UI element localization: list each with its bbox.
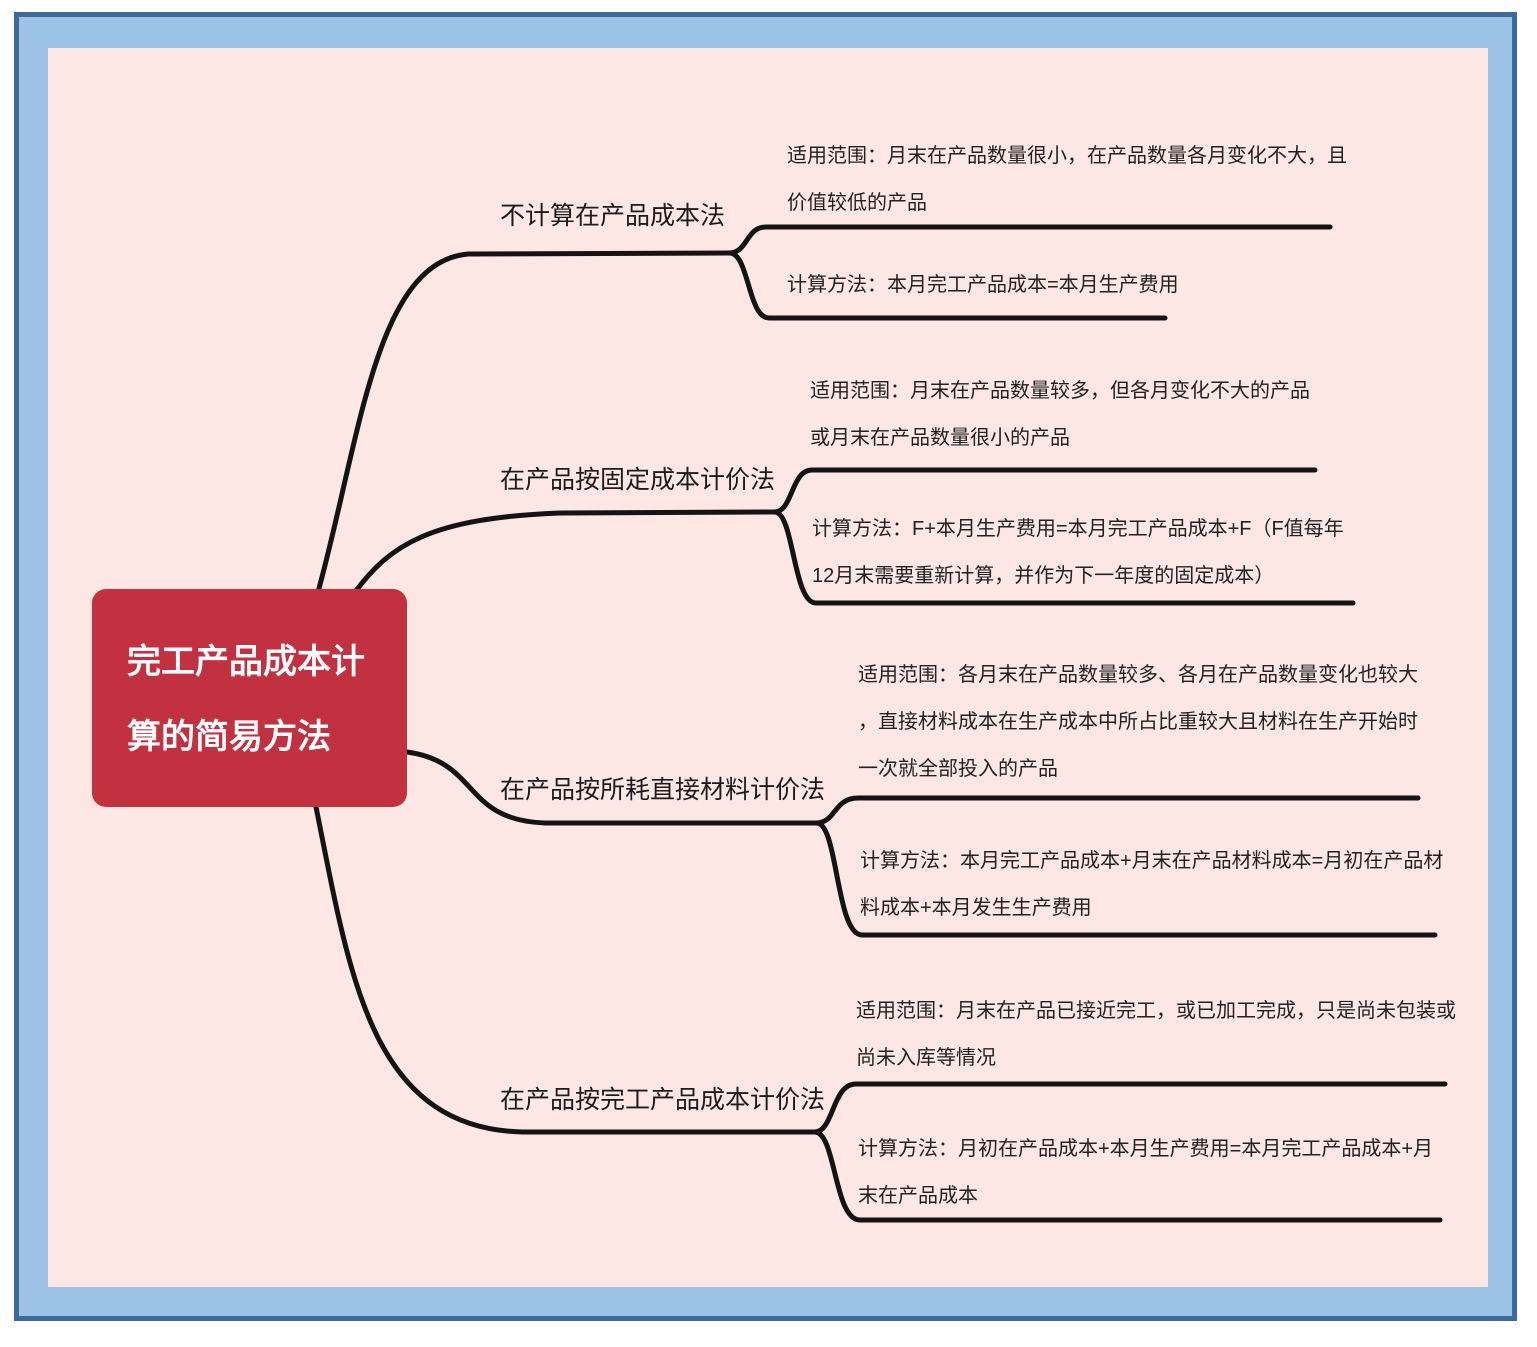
connector-branch-3-method	[814, 820, 1438, 938]
branch-3-scope-node[interactable]: 适用范围：各月末在产品数量较多、各月在产品数量变化也较大 ，直接材料成本在生产成…	[858, 652, 1418, 793]
connector-branch-3-scope	[814, 795, 1421, 826]
branch-4-method-node[interactable]: 计算方法：月初在产品成本+本月生产费用=本月完工产品成本+月 末在产品成本	[858, 1126, 1433, 1220]
branch-1-scope-line1: 适用范围：月末在产品数量很小，在产品数量各月变化不大，且	[787, 145, 1347, 167]
branch-topic-direct-material-method[interactable]: 在产品按所耗直接材料计价法	[500, 776, 826, 804]
connector-branch-4-scope	[812, 1081, 1448, 1135]
branch-1-scope-line2: 价值较低的产品	[787, 192, 927, 214]
branch-4-method-line1: 计算方法：月初在产品成本+本月生产费用=本月完工产品成本+月	[858, 1138, 1434, 1160]
connector-branch-1	[315, 250, 733, 595]
branch-2-method-node[interactable]: 计算方法：F+本月生产费用=本月完工产品成本+F（F值每年 12月末需要重新计算…	[812, 506, 1344, 600]
branch-4-scope-node[interactable]: 适用范围：月末在产品已接近完工，或已加工完成，只是尚未包装或 尚未入库等情况	[856, 988, 1456, 1082]
root-topic-text-line1: 完工产品成本计	[127, 643, 365, 681]
branch-3-scope-line2: ，直接材料成本在生产成本中所占比重较大且材料在生产开始时	[858, 711, 1418, 733]
branch-1-method-line1: 计算方法：本月完工产品成本=本月生产费用	[787, 274, 1179, 296]
connector-branch-3	[404, 749, 820, 826]
branch-topic-fixed-cost-method[interactable]: 在产品按固定成本计价法	[500, 466, 776, 494]
connector-branch-4-method	[812, 1129, 1443, 1223]
branch-3-method-node[interactable]: 计算方法：本月完工产品成本+月末在产品材料成本=月初在产品材 料成本+本月发生生…	[860, 838, 1443, 932]
branch-1-method-node[interactable]: 计算方法：本月完工产品成本=本月生产费用	[787, 262, 1179, 309]
root-topic-text-line2: 算的简易方法	[127, 718, 331, 756]
connector-branch-2-method	[772, 509, 1356, 606]
branch-3-scope-line3: 一次就全部投入的产品	[858, 758, 1058, 780]
branch-4-scope-line1: 适用范围：月末在产品已接近完工，或已加工完成，只是尚未包装或	[856, 1000, 1456, 1022]
branch-topic-no-wip-cost-method[interactable]: 不计算在产品成本法	[500, 202, 726, 230]
connector-branch-4	[313, 804, 818, 1135]
branch-2-scope-line1: 适用范围：月末在产品数量较多，但各月变化不大的产品	[810, 380, 1310, 402]
branch-3-scope-line1: 适用范围：各月末在产品数量较多、各月在产品数量变化也较大	[858, 664, 1418, 686]
connector-branch-1-scope	[727, 224, 1333, 256]
connector-branch-2-scope	[772, 467, 1318, 515]
branch-2-scope-node[interactable]: 适用范围：月末在产品数量较多，但各月变化不大的产品 或月末在产品数量很小的产品	[810, 368, 1310, 462]
branch-topic-finished-product-cost-method[interactable]: 在产品按完工产品成本计价法	[500, 1086, 826, 1114]
connector-branch-2	[352, 509, 778, 595]
branch-2-scope-line2: 或月末在产品数量很小的产品	[810, 427, 1070, 449]
branch-2-method-line2: 12月末需要重新计算，并作为下一年度的固定成本）	[812, 565, 1275, 587]
branch-1-scope-node[interactable]: 适用范围：月末在产品数量很小，在产品数量各月变化不大，且 价值较低的产品	[787, 133, 1347, 227]
connector-branch-1-method	[727, 250, 1168, 321]
branch-4-method-line2: 末在产品成本	[858, 1185, 978, 1207]
branch-3-method-line1: 计算方法：本月完工产品成本+月末在产品材料成本=月初在产品材	[860, 850, 1444, 872]
root-topic[interactable]: 完工产品成本计 算的简易方法	[92, 589, 407, 807]
branch-4-scope-line2: 尚未入库等情况	[856, 1047, 996, 1069]
branch-2-method-line1: 计算方法：F+本月生产费用=本月完工产品成本+F（F值每年	[812, 518, 1344, 540]
branch-3-method-line2: 料成本+本月发生生产费用	[860, 897, 1092, 919]
